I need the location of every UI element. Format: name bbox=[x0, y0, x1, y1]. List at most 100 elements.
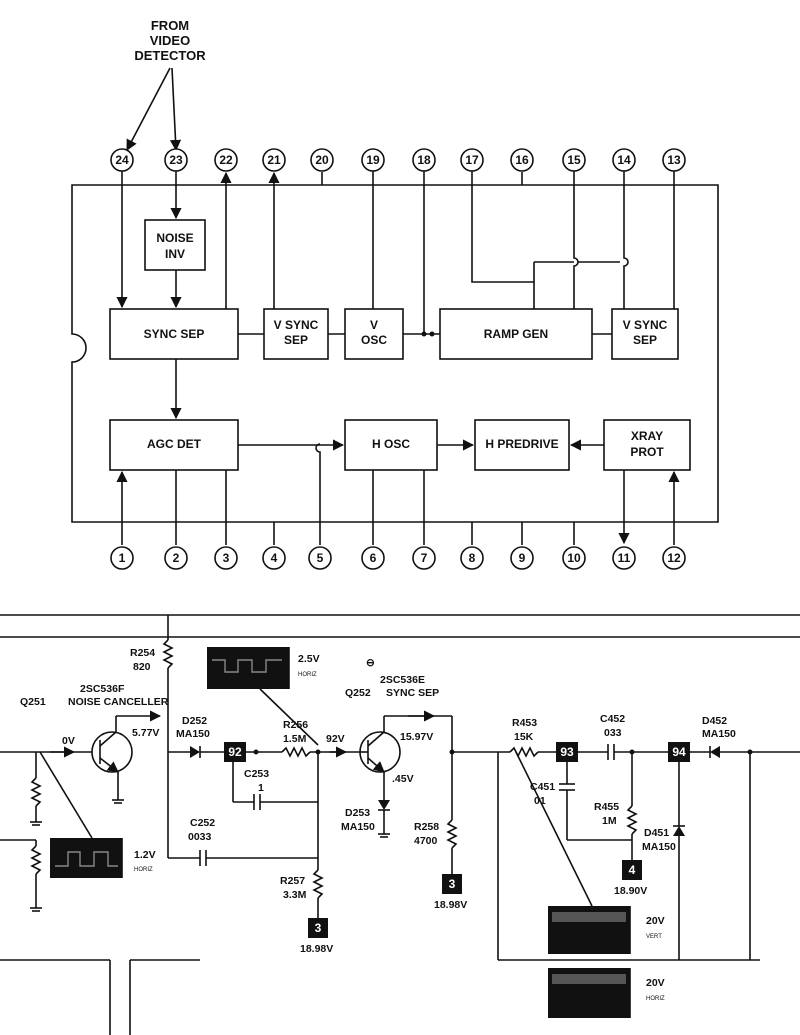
block-sync-sep: SYNC SEP bbox=[109, 308, 239, 360]
svg-text:V SYNC: V SYNC bbox=[623, 318, 668, 332]
svg-text:0033: 0033 bbox=[188, 831, 212, 843]
test-point-3-left: 3 18.98V bbox=[300, 918, 333, 955]
svg-text:16: 16 bbox=[515, 153, 529, 167]
svg-text:24: 24 bbox=[115, 153, 129, 167]
source-arrow-24 bbox=[126, 67, 171, 151]
pin-19: 19 bbox=[361, 148, 385, 172]
svg-text:2SC536F: 2SC536F bbox=[80, 683, 125, 695]
svg-text:3.3M: 3.3M bbox=[283, 889, 307, 901]
svg-text:C451: C451 bbox=[530, 781, 555, 793]
svg-text:DETECTOR: DETECTOR bbox=[134, 48, 206, 63]
svg-text:23: 23 bbox=[169, 153, 183, 167]
svg-text:18.98V: 18.98V bbox=[434, 899, 467, 911]
svg-text:HORIZ: HORIZ bbox=[298, 672, 317, 678]
svg-text:XRAY: XRAY bbox=[631, 429, 663, 443]
svg-text:033: 033 bbox=[604, 727, 622, 739]
q251-input: 0V bbox=[0, 735, 92, 912]
svg-text:18: 18 bbox=[417, 153, 431, 167]
block-ramp-gen: RAMP GEN bbox=[439, 308, 593, 360]
svg-text:⊖: ⊖ bbox=[366, 657, 375, 669]
pin-4: 4 bbox=[262, 546, 286, 570]
c252-capacitor: C252 0033 bbox=[168, 817, 318, 866]
svg-text:3: 3 bbox=[315, 921, 322, 935]
svg-text:D253: D253 bbox=[345, 807, 370, 819]
svg-text:93: 93 bbox=[560, 745, 574, 759]
pin-5: 5 bbox=[308, 546, 332, 570]
svg-text:4700: 4700 bbox=[414, 835, 438, 847]
svg-text:MA150: MA150 bbox=[642, 841, 676, 853]
pin-20: 20 bbox=[310, 148, 334, 172]
svg-text:18.98V: 18.98V bbox=[300, 943, 333, 955]
svg-text:21: 21 bbox=[267, 153, 281, 167]
svg-text:.45V: .45V bbox=[392, 773, 414, 785]
svg-text:4: 4 bbox=[271, 551, 278, 565]
svg-text:13: 13 bbox=[667, 153, 681, 167]
svg-text:RAMP GEN: RAMP GEN bbox=[484, 327, 548, 341]
svg-text:SEP: SEP bbox=[284, 333, 308, 347]
svg-text:R453: R453 bbox=[512, 717, 537, 729]
svg-text:VERT: VERT bbox=[646, 934, 662, 940]
pin-13: 13 bbox=[662, 148, 686, 172]
svg-text:FROM: FROM bbox=[151, 18, 189, 33]
svg-text:22: 22 bbox=[219, 153, 233, 167]
pin-15: 15 bbox=[562, 148, 586, 172]
svg-text:MA150: MA150 bbox=[176, 728, 210, 740]
test-point-93: 93 bbox=[556, 742, 578, 762]
pin-21: 21 bbox=[262, 148, 286, 172]
svg-text:HORIZ: HORIZ bbox=[134, 867, 153, 873]
svg-text:15K: 15K bbox=[514, 731, 534, 743]
svg-text:INV: INV bbox=[165, 247, 185, 261]
svg-text:SEP: SEP bbox=[633, 333, 657, 347]
svg-text:C252: C252 bbox=[190, 817, 215, 829]
svg-text:H PREDRIVE: H PREDRIVE bbox=[485, 437, 558, 451]
svg-text:7: 7 bbox=[421, 551, 428, 565]
svg-text:14: 14 bbox=[617, 153, 631, 167]
pin-24: 24 bbox=[110, 148, 134, 172]
svg-text:R256: R256 bbox=[283, 719, 308, 731]
c452-capacitor: C452 033 bbox=[578, 713, 668, 760]
svg-text:D451: D451 bbox=[644, 827, 669, 839]
scope-waveform-4: 20V HORIZ bbox=[548, 968, 665, 1018]
block-noise-inv: NOISE INV bbox=[144, 219, 206, 271]
pin-6: 6 bbox=[361, 546, 385, 570]
svg-text:SYNC SEP: SYNC SEP bbox=[144, 327, 205, 341]
block-v-sync-sep-1: V SYNC SEP bbox=[263, 308, 329, 360]
pin-11: 11 bbox=[612, 546, 636, 570]
top-pin-row: 24 23 22 21 20 19 18 17 16 15 14 13 bbox=[110, 148, 686, 172]
c253-capacitor: C253 1 bbox=[232, 762, 318, 810]
d252-diode: D252 MA150 bbox=[168, 715, 224, 758]
svg-text:AGC DET: AGC DET bbox=[147, 437, 202, 451]
r258-resistor: R258 4700 bbox=[414, 716, 458, 874]
svg-text:92V: 92V bbox=[326, 733, 345, 745]
source-label: FROM VIDEO DETECTOR bbox=[134, 18, 206, 63]
r256-resistor: R256 1.5M 92V bbox=[246, 719, 362, 758]
d452-diode: D452 MA150 bbox=[690, 715, 800, 960]
svg-text:20V: 20V bbox=[646, 977, 665, 989]
test-point-94: 94 bbox=[668, 742, 690, 762]
svg-text:19: 19 bbox=[366, 153, 380, 167]
svg-text:MA150: MA150 bbox=[702, 728, 736, 740]
svg-text:D252: D252 bbox=[182, 715, 207, 727]
ic-package-outline bbox=[71, 184, 719, 523]
svg-text:5: 5 bbox=[317, 551, 324, 565]
svg-text:H OSC: H OSC bbox=[372, 437, 410, 451]
svg-text:PROT: PROT bbox=[630, 445, 664, 459]
svg-text:Q252: Q252 bbox=[345, 687, 371, 699]
bottom-left-traces bbox=[0, 959, 200, 1035]
block-agc-det: AGC DET bbox=[109, 419, 239, 471]
block-h-osc: H OSC bbox=[344, 419, 438, 471]
svg-text:1: 1 bbox=[258, 782, 264, 794]
svg-text:92: 92 bbox=[228, 745, 242, 759]
svg-text:10: 10 bbox=[567, 551, 581, 565]
pin-1: 1 bbox=[110, 546, 134, 570]
scope-waveform-2: 1.2V HORIZ bbox=[50, 838, 156, 878]
pin-16: 16 bbox=[510, 148, 534, 172]
svg-text:V: V bbox=[370, 318, 378, 332]
svg-text:6: 6 bbox=[370, 551, 377, 565]
top-pin-stubs bbox=[321, 172, 523, 185]
scope-3-probe bbox=[515, 751, 593, 907]
svg-text:94: 94 bbox=[672, 745, 686, 759]
pin-18: 18 bbox=[412, 148, 436, 172]
svg-text:0V: 0V bbox=[62, 735, 75, 747]
svg-text:17: 17 bbox=[465, 153, 479, 167]
